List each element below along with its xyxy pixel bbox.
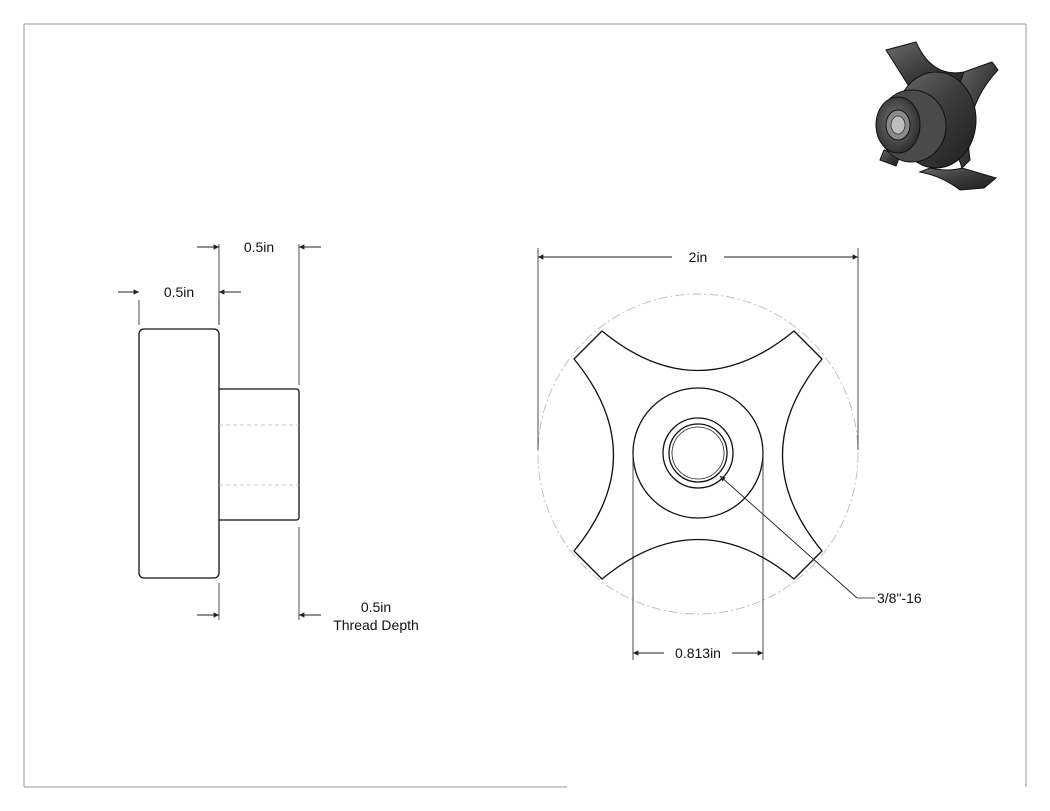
hub-profile bbox=[219, 388, 300, 521]
sheet-border bbox=[23, 23, 1027, 788]
dim-label-body-width: 0.5in bbox=[164, 284, 194, 300]
thread-callout: 3/8"-16 bbox=[719, 475, 922, 606]
dimension-thread-depth: 0.5in Thread Depth bbox=[197, 527, 419, 633]
dimension-outer-diameter: 2in bbox=[537, 248, 859, 450]
iso-lobe-bottom bbox=[918, 167, 998, 191]
thread-minor-circle-outer bbox=[668, 423, 728, 483]
dim-label-thread-depth-value: 0.5in bbox=[361, 599, 391, 615]
knob-body-profile bbox=[138, 328, 220, 579]
thread-minor-circle-inner bbox=[671, 426, 725, 480]
dim-label-thread-depth-caption: Thread Depth bbox=[333, 617, 419, 633]
thread-callout-label: 3/8"-16 bbox=[877, 590, 922, 606]
side-view: 0.5in 0.5in 0.5in Thread Depth bbox=[118, 239, 419, 633]
front-view: 2in 0.813in 3/8"-16 bbox=[537, 248, 922, 661]
iso-thread-inner bbox=[890, 115, 906, 135]
dimension-hub-length: 0.5in bbox=[197, 239, 321, 385]
dimension-body-width: 0.5in bbox=[118, 284, 241, 325]
knob-lobe-outline bbox=[573, 330, 823, 580]
dim-label-hub-diameter: 0.813in bbox=[675, 645, 721, 661]
dimension-hub-diameter: 0.813in bbox=[632, 453, 764, 661]
dim-label-outer-diameter: 2in bbox=[689, 249, 708, 265]
thread-major-circle bbox=[662, 417, 734, 489]
hub-circle bbox=[632, 387, 764, 519]
dim-label-hub-length: 0.5in bbox=[244, 239, 274, 255]
isometric-view bbox=[875, 41, 999, 191]
outer-diameter-phantom-circle bbox=[537, 293, 859, 615]
